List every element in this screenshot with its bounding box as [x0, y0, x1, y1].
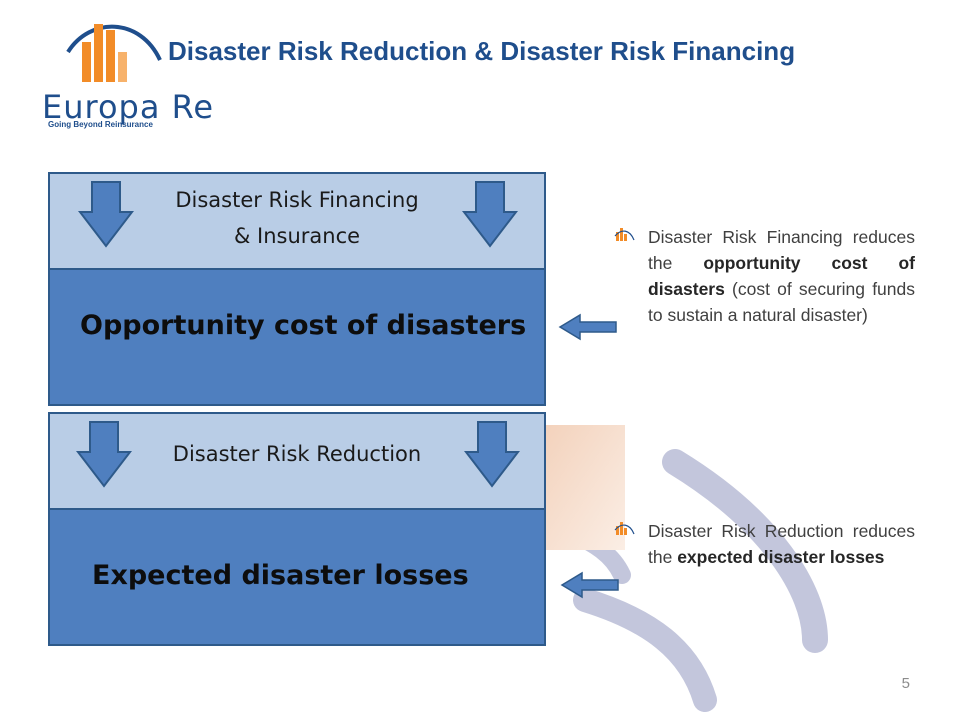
logo-tagline: Going Beyond Reinsurance	[48, 120, 153, 129]
bullet-bar-icon	[614, 228, 635, 241]
bullet-financing-text: Disaster Risk Financing reduces the	[648, 227, 915, 273]
left-arrow-icon	[558, 313, 617, 341]
bullet-reduction-text: Disaster Risk Reduction reduces the	[648, 521, 915, 567]
top-block-header-line-1: Disaster Risk Financing	[175, 188, 419, 212]
bullet-financing-bold: opportunity cost of disasters	[648, 253, 915, 299]
logo-brand: Europa Re	[42, 88, 215, 126]
bottom-block-header-label: Disaster Risk Reduction	[172, 442, 422, 466]
top-block-body-label: Opportunity cost of disasters	[80, 310, 527, 341]
bullet-bar-icon	[614, 522, 635, 535]
bullet-financing: Disaster Risk Financing reduces the oppo…	[648, 224, 915, 328]
top-block-header-line-2: & Insurance	[233, 224, 361, 248]
left-arrow-icon	[560, 571, 619, 599]
page-title: Disaster Risk Reduction & Disaster Risk …	[168, 36, 796, 66]
peach-panel	[545, 425, 625, 550]
down-arrow-icon	[464, 421, 520, 488]
bottom-block-header	[48, 412, 546, 512]
bullet-financing-tail: (cost of securing funds to sustain a nat…	[648, 279, 915, 325]
bullet-reduction: Disaster Risk Reduction reduces the expe…	[648, 518, 915, 570]
bullet-reduction-bold: expected disaster losses	[677, 547, 885, 567]
bottom-block-body-label: Expected disaster losses	[92, 560, 469, 591]
down-arrow-icon	[462, 181, 518, 248]
europa-re-logo-icon	[66, 24, 162, 82]
page-number: 5	[901, 675, 910, 692]
down-arrow-icon	[78, 181, 134, 248]
down-arrow-icon	[76, 421, 132, 488]
top-block-body	[48, 268, 546, 406]
bottom-block-body	[48, 508, 546, 646]
